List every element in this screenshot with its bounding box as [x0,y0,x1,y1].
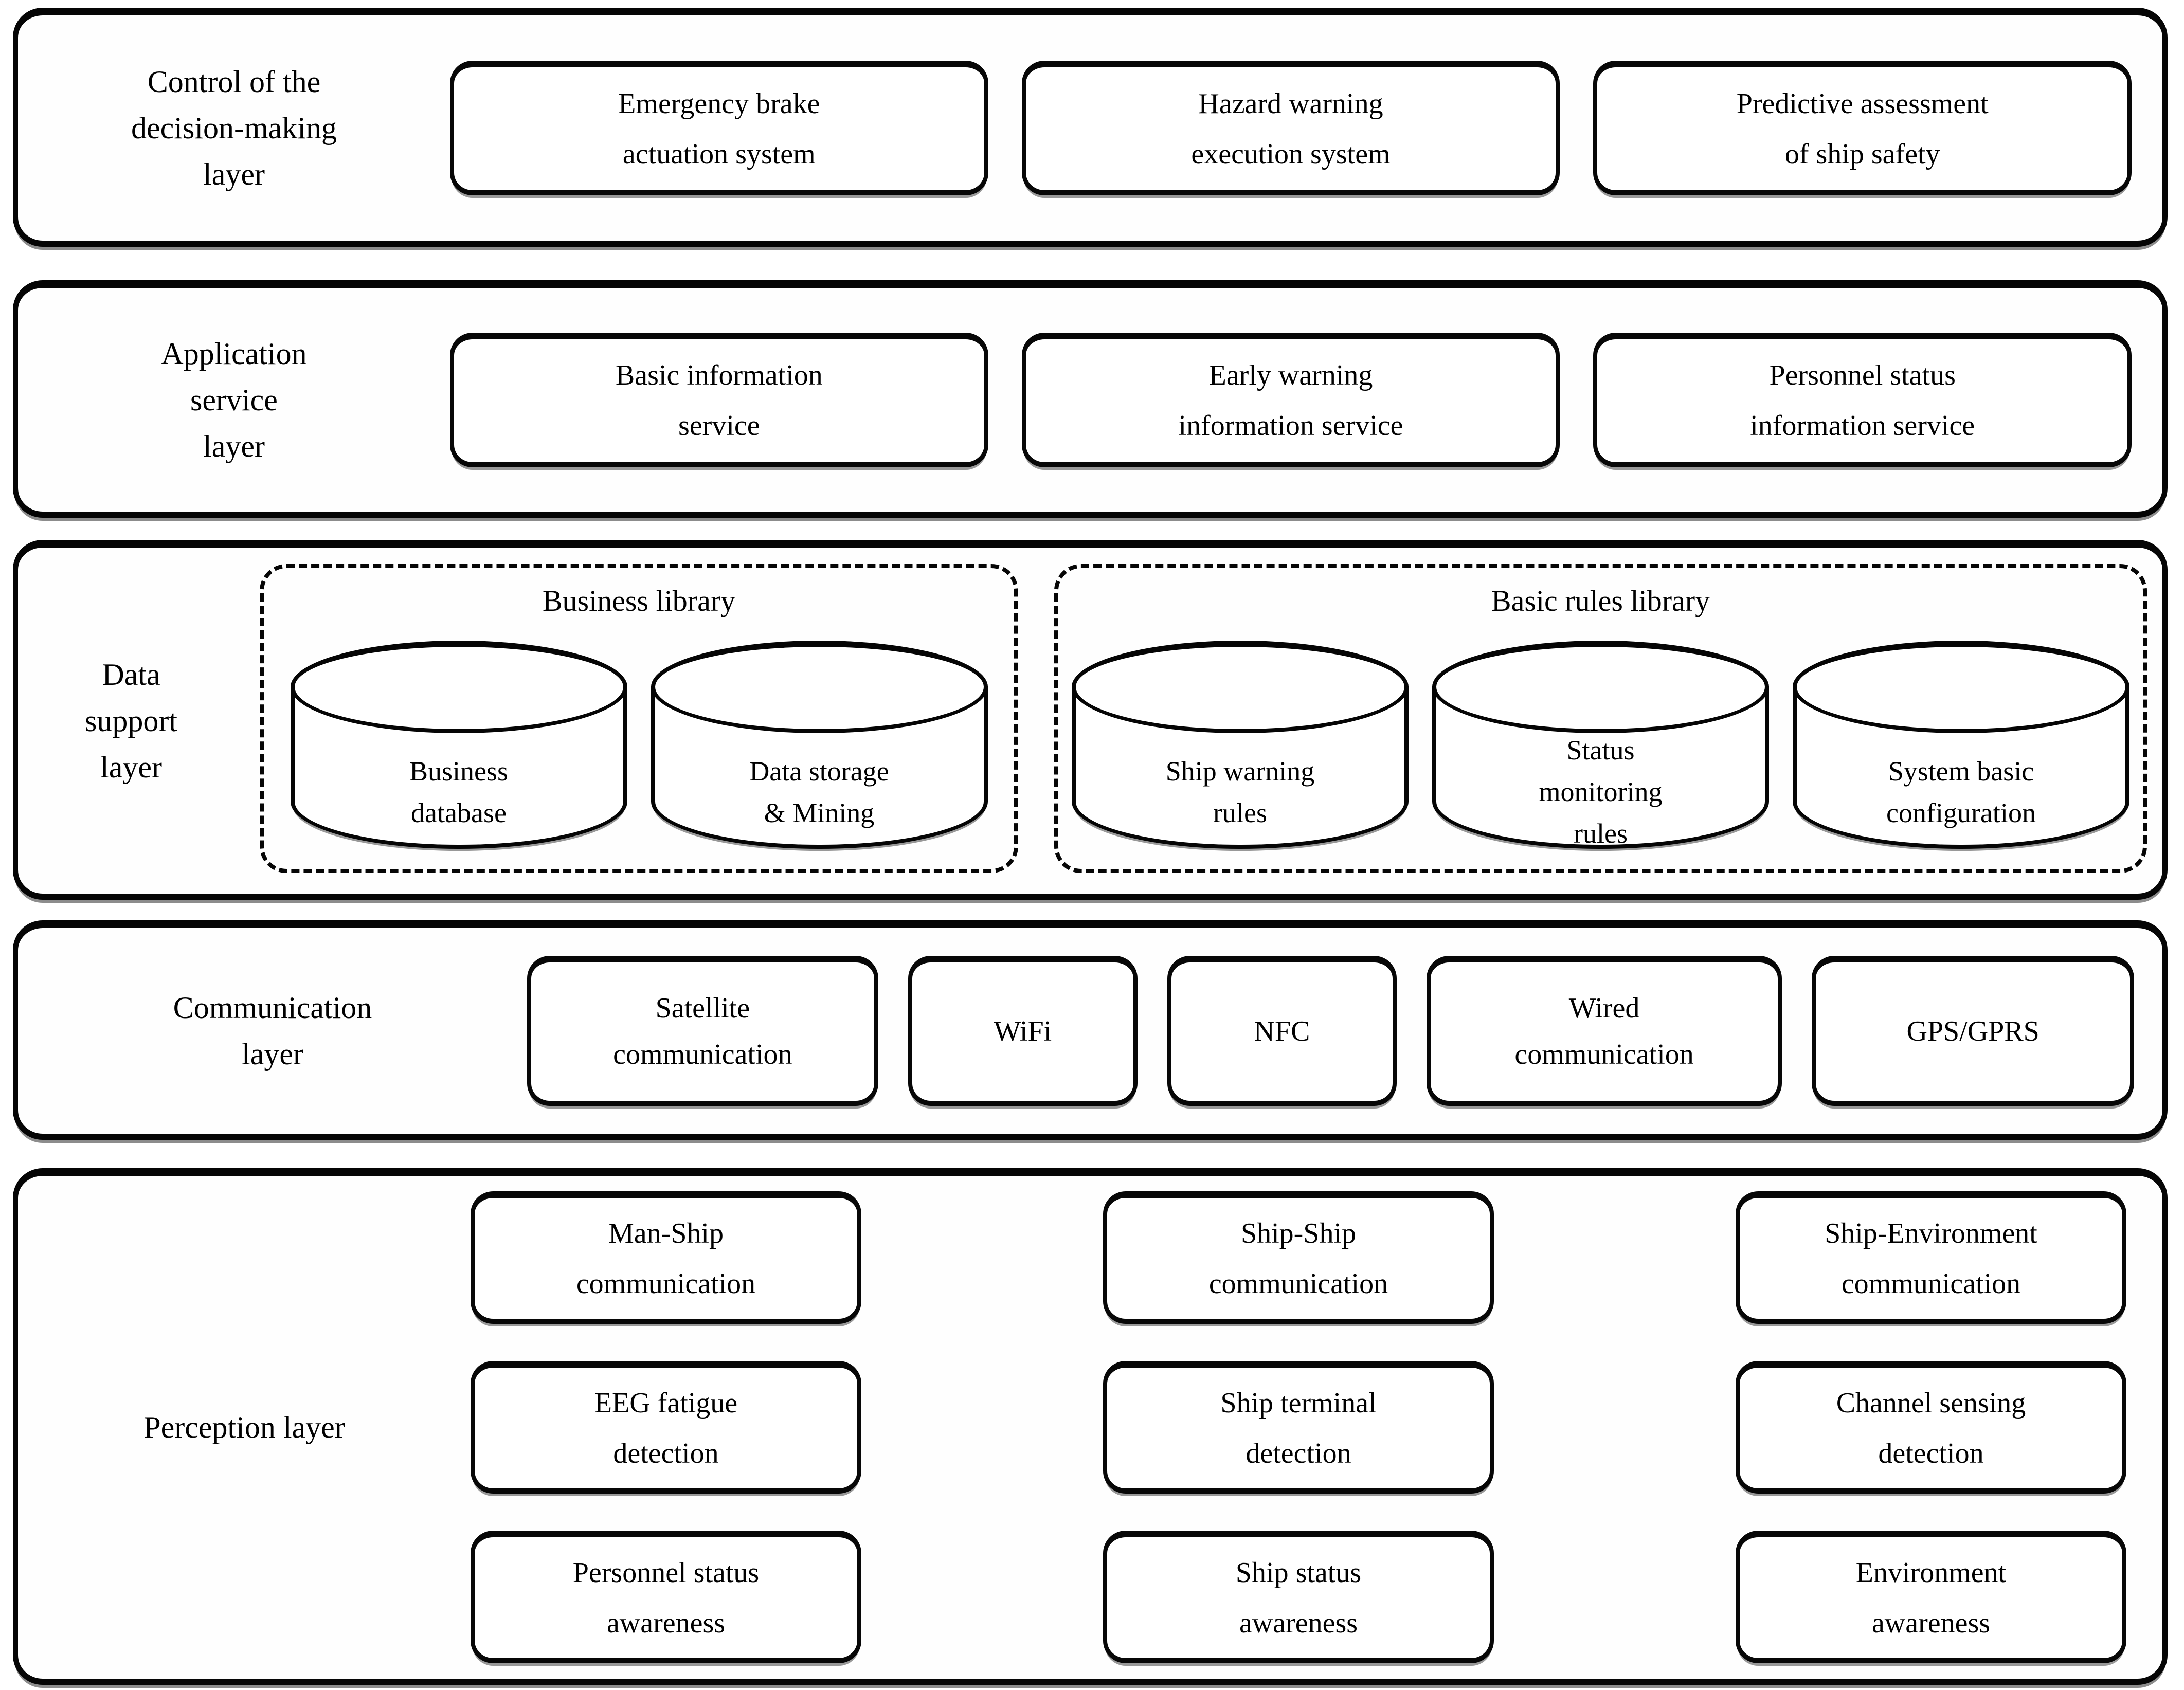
box-ship-ship-communication: Ship-Ship communication [1103,1191,1494,1324]
layer-control-decision-making: Control of the decision-making layer Eme… [13,8,2168,247]
layer-label-application-service: Application service layer [161,336,307,463]
box-early-warning-information-service: Early warning information service [1021,332,1560,467]
box-personnel-status-information-service: Personnel status information service [1593,332,2132,467]
cylinder-ship-warning-rules: Ship warning rules [1072,641,1409,849]
layer-content-application: Basic information service Early warning … [450,288,2162,512]
box-satellite-communication: Satellite communication [527,956,878,1106]
cylinder-label-data-storage-and-mining: Data storage & Mining [749,755,889,828]
layer-application-service: Application service layer Basic informat… [13,280,2168,518]
cylinder-status-monitoring-rules: Status monitoring rules [1432,641,1769,849]
box-wired-communication: Wired communication [1426,956,1782,1106]
layer-label-control-decision-making: Control of the decision-making layer [131,65,337,191]
cylinder-top-ellipse [651,641,988,733]
layer-label-data-support: Data support layer [85,657,177,784]
cylinder-top-ellipse [1793,641,2129,733]
layer-content-communication: Satellite communication WiFi NFC Wired c… [527,928,2162,1134]
box-hazard-warning-execution-system: Hazard warning execution system [1021,61,1560,195]
layer-perception: Perception layer Man-Ship communication … [13,1168,2168,1685]
box-basic-information-service: Basic information service [450,332,988,467]
box-emergency-brake-actuation-system: Emergency brake actuation system [450,61,988,195]
box-ship-terminal-detection: Ship terminal detection [1103,1361,1494,1494]
layer-communication: Communication layer Satellite communicat… [13,920,2168,1140]
box-personnel-status-awareness: Personnel status awareness [471,1531,861,1663]
layer-label-perception: Perception layer [143,1410,345,1444]
box-eeg-fatigue-detection: EEG fatigue detection [471,1361,861,1494]
group-business-library: Business library Business database Data … [260,564,1018,873]
box-wifi: WiFi [908,956,1138,1106]
box-environment-awareness: Environment awareness [1736,1531,2126,1663]
layer-content-data-support: Business library Business database Data … [244,548,2162,894]
box-nfc: NFC [1167,956,1397,1106]
layer-content-perception: Man-Ship communication Ship-Ship communi… [471,1176,2162,1679]
cylinder-top-ellipse [1432,641,1769,733]
layer-content-control: Emergency brake actuation system Hazard … [450,15,2162,241]
cylinder-data-storage-and-mining: Data storage & Mining [651,641,988,849]
cylinder-label-ship-warning-rules: Ship warning rules [1165,755,1315,828]
business-library-cylinders: Business database Data storage & Mining [276,641,1002,849]
group-title-basic-rules-library: Basic rules library [1491,584,1710,617]
basic-rules-library-cylinders: Ship warning rules Status monitoring rul… [1071,641,2131,849]
layer-label-communication: Communication layer [173,991,372,1071]
box-ship-environment-communication: Ship-Environment communication [1736,1191,2126,1324]
cylinder-top-ellipse [1072,641,1409,733]
box-predictive-assessment-of-ship-safety: Predictive assessment of ship safety [1593,61,2132,195]
box-gps-gprs: GPS/GPRS [1812,956,2135,1106]
cylinder-label-system-basic-configuration: System basic configuration [1886,755,2036,828]
cylinder-top-ellipse [290,641,627,733]
box-channel-sensing-detection: Channel sensing detection [1736,1361,2126,1494]
box-ship-status-awareness: Ship status awareness [1103,1531,1494,1663]
cylinder-label-business-database: Business database [409,755,509,828]
box-man-ship-communication: Man-Ship communication [471,1191,861,1324]
layer-data-support: Data support layer Business library Busi… [13,540,2168,900]
cylinder-system-basic-configuration: System basic configuration [1793,641,2129,849]
cylinder-business-database: Business database [290,641,627,849]
group-title-business-library: Business library [542,584,736,617]
cylinder-label-status-monitoring-rules: Status monitoring rules [1539,735,1663,849]
group-basic-rules-library: Basic rules library Ship warning rules S… [1054,564,2147,873]
